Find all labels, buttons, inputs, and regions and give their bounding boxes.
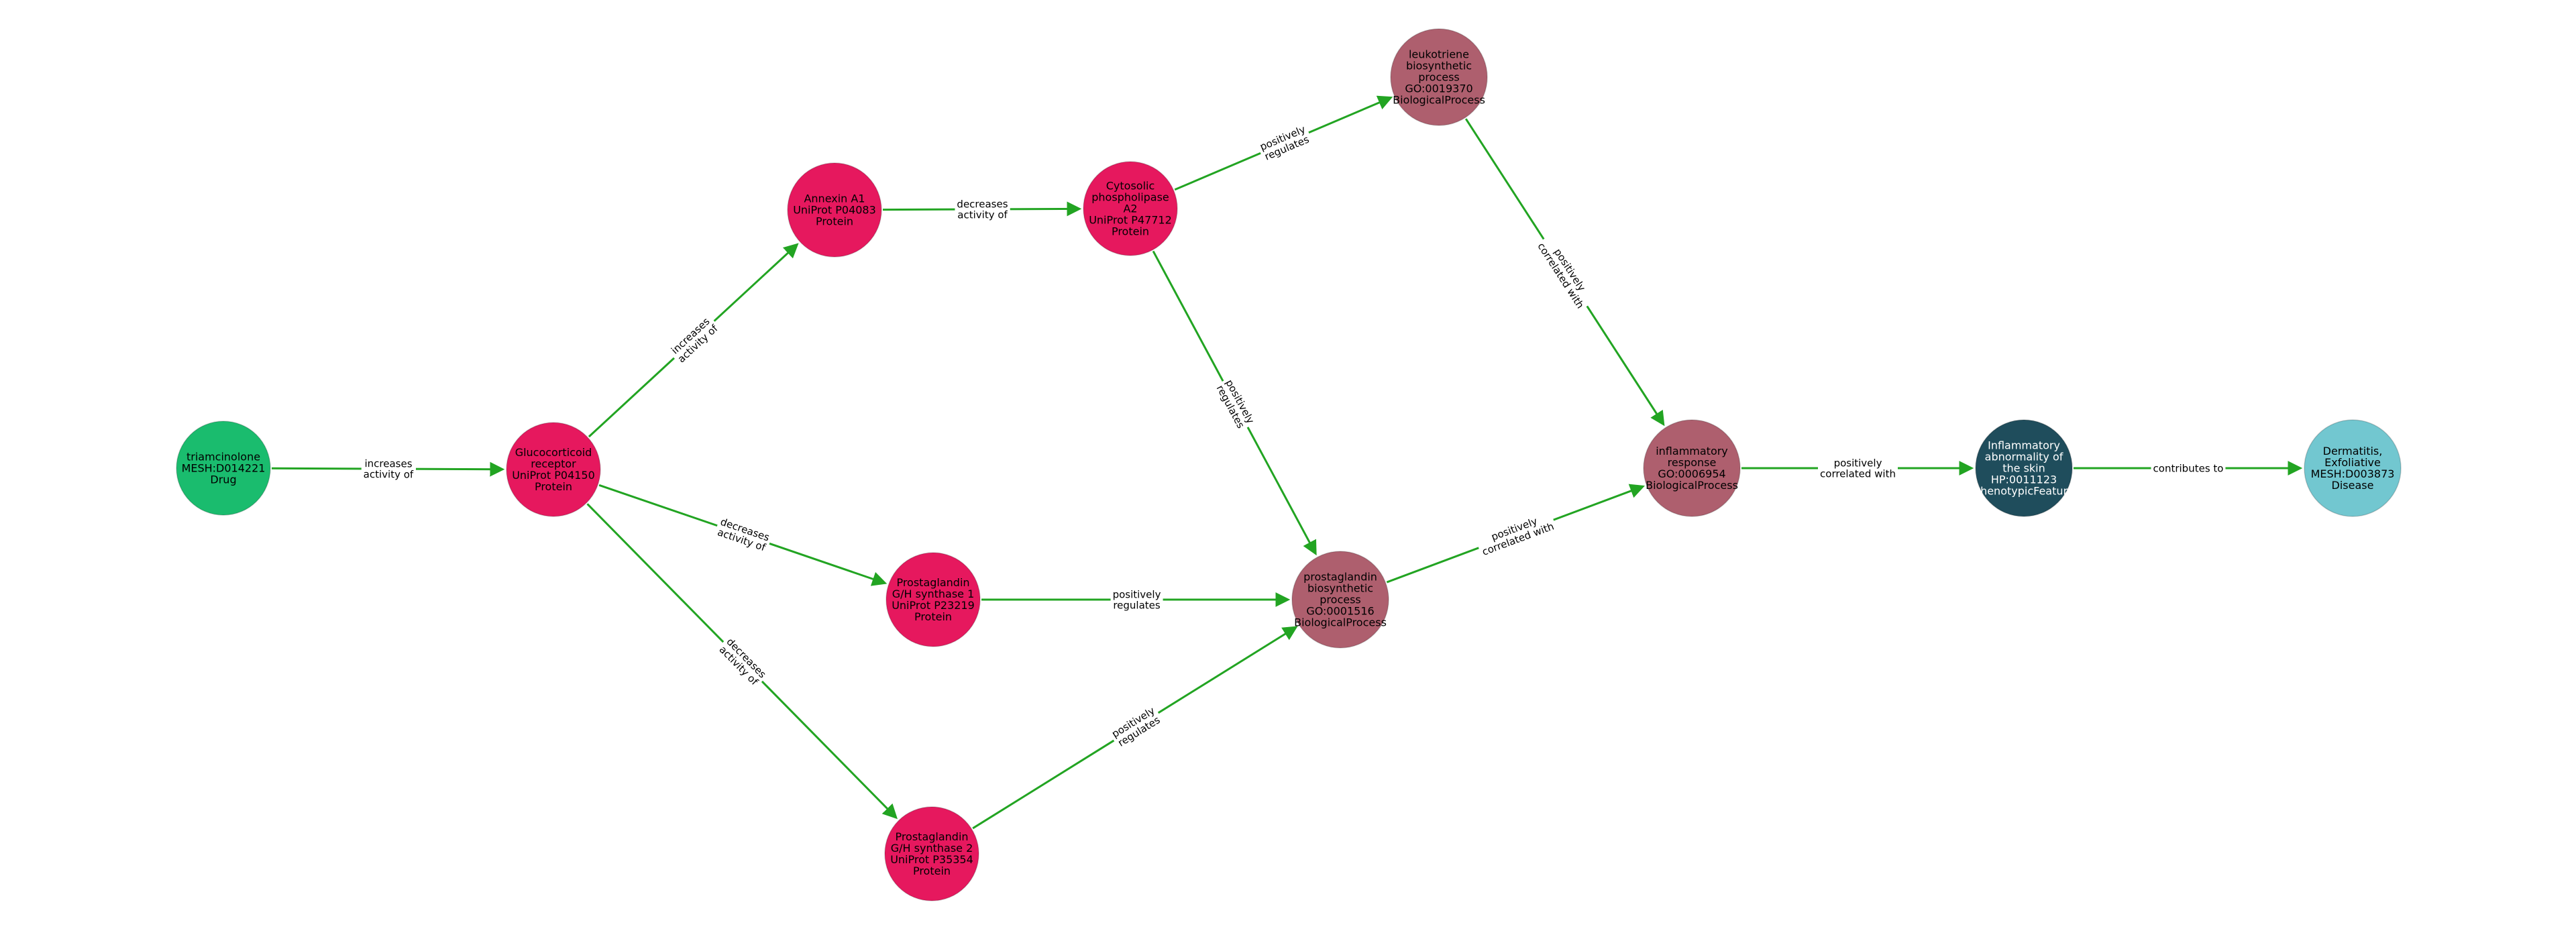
glucocorticoid-receptor-circle: [506, 422, 601, 517]
edge-label-group-inflammatory-abnormality-skin--dermatitis-exfoliative: contributes to: [2151, 461, 2226, 476]
edge-label-bg: [1533, 232, 1598, 313]
edge-label-bg: [1110, 587, 1163, 613]
dermatitis-exfoliative-circle: [2304, 419, 2402, 517]
inflammatory-abnormality-skin-circle: [1975, 419, 2073, 517]
edge-label-group-leukotriene-biosynthetic-process--inflammatory-response: positivelycorrelated with: [1533, 232, 1598, 313]
triamcinolone-circle: [176, 421, 271, 516]
prostaglandin-biosynthetic-process-circle: [1291, 551, 1389, 649]
edge-label-bg: [955, 197, 1010, 223]
edge-label-bg: [1818, 455, 1898, 482]
edge-label-group-cytosolic-phospholipase-a2--leukotriene-biosynthetic-process: positivelyregulates: [1255, 121, 1314, 165]
prostaglandin-gh-synthase-1-circle: [885, 552, 981, 647]
edge-label-bg: [1255, 121, 1314, 165]
leukotriene-biosynthetic-process-circle: [1390, 28, 1488, 126]
prostaglandin-gh-synthase-2-circle: [884, 806, 979, 901]
inflammatory-response-circle: [1643, 419, 1741, 517]
edge-label: positivelyregulates: [1258, 123, 1311, 163]
edge-label: positivelyregulates: [1110, 704, 1163, 749]
edge-label-group-prostaglandin-gh-synthase-2--prostaglandin-biosynthetic-process: positivelyregulates: [1107, 702, 1165, 752]
edge-label: contributes to: [2153, 462, 2224, 474]
cytosolic-phospholipase-a2-circle: [1083, 161, 1178, 256]
edge-label-bg: [1212, 375, 1259, 434]
edge-label-group-prostaglandin-biosynthetic-process--inflammatory-response: positivelycorrelated with: [1474, 508, 1558, 560]
edge-label-bg: [714, 633, 771, 691]
edge-label-group-cytosolic-phospholipase-a2--prostaglandin-biosynthetic-process: positivelyregulates: [1212, 375, 1259, 434]
edge-label-bg: [1107, 702, 1165, 752]
edge-label-bg: [712, 513, 774, 556]
edge-label-bg: [2151, 461, 2226, 476]
edge-label-group-glucocorticoid-receptor--prostaglandin-gh-synthase-1: decreasesactivity of: [712, 513, 774, 556]
edge-label: positivelyregulates: [1214, 378, 1256, 431]
edge-label-bg: [361, 456, 417, 482]
annexin-a1-circle: [787, 162, 882, 258]
edge-label-bg: [665, 311, 723, 368]
edge-label-bg: [1474, 508, 1558, 560]
